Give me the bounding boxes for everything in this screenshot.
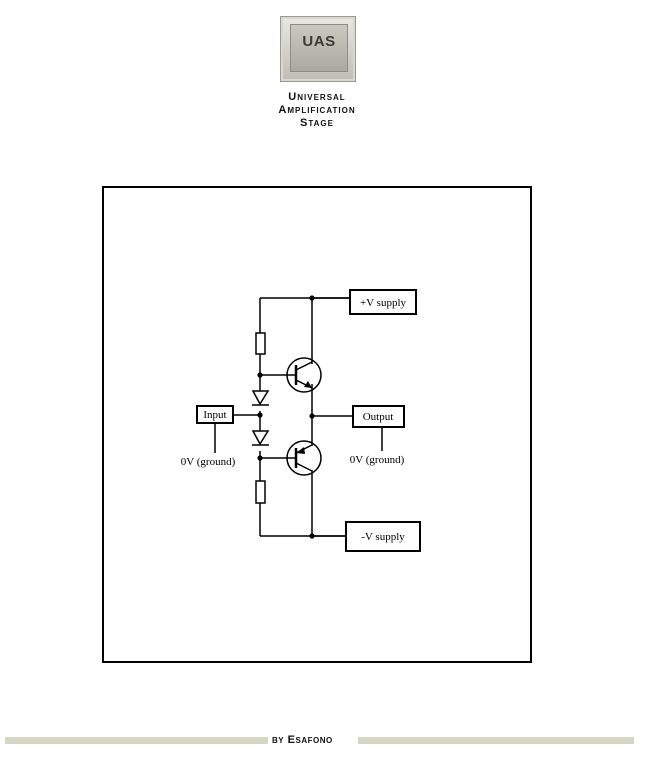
pos-supply-box [349,289,417,315]
junction-bottom-rail [309,533,315,539]
footer-bar-right [358,737,634,744]
footer-credit: by Esafono [272,734,333,746]
junction-top-rail [309,295,315,301]
output-box [352,405,405,428]
lower-bias-resistor [255,480,266,504]
ground-label-left: 0V (ground) [181,456,236,468]
footer-bar-left [5,737,268,744]
pos-supply-label: +V supply [360,297,407,309]
junction-upper-base [257,372,263,378]
output-label: Output [363,411,394,423]
logo-text: UAS [302,33,336,50]
title-line-2: Amplification [278,104,356,116]
input-box [196,405,234,424]
ground-label-right: 0V (ground) [350,454,405,466]
neg-supply-label: -V supply [361,531,405,543]
junction-lower-base [257,455,263,461]
junction-input [257,412,263,418]
page-title: Universal Amplification Stage [240,91,394,130]
title-line-3: Stage [300,117,334,129]
logo-inner: UAS [290,24,348,72]
logo-badge: UAS [280,16,356,82]
circuit-diagram: +V supply -V supply Input Output 0V (gro… [181,289,421,552]
junction-output [309,413,315,419]
lower-diode [251,430,270,446]
input-label: Input [203,409,226,421]
upper-diode [251,390,270,406]
lower-pnp-transistor [286,440,322,476]
neg-supply-box [345,521,421,552]
upper-npn-transistor [286,357,322,393]
title-line-1: Universal [288,91,346,103]
diagram-frame: +V supply -V supply Input Output 0V (gro… [102,186,532,663]
upper-bias-resistor [255,332,266,355]
